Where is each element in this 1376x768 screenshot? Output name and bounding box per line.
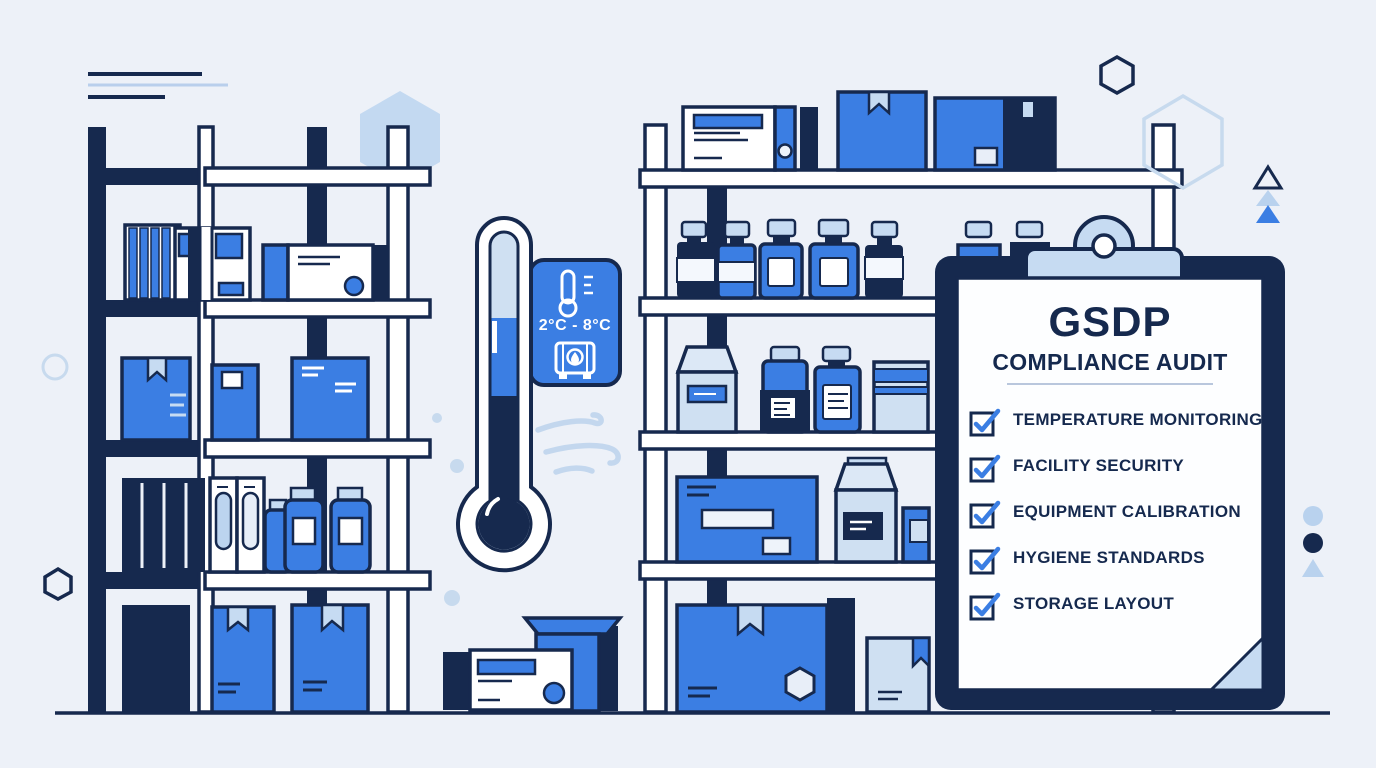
checklist-label: FACILITY SECURITY [1013,456,1185,475]
checklist-label: STORAGE LAYOUT [1013,594,1175,613]
checklist-item-temperature-monitoring: TEMPERATURE MONITORING [968,397,1263,443]
blue-carton-ribbon [120,356,192,442]
large-shipping-box [675,475,819,564]
ampoule-box [208,476,239,574]
thermometer [456,216,552,573]
page-fold [1209,636,1265,692]
checklist-item-storage-layout: STORAGE LAYOUT [968,581,1263,627]
checklist-item-hygiene-standards: HYGIENE STANDARDS [968,535,1263,581]
thermometer-icon [558,269,593,318]
milk-carton [833,456,899,564]
shipping-box [290,603,370,714]
hexagon-outline-icon [1142,93,1224,191]
checkbox-checked-icon [969,454,1001,483]
blue-carton-label [210,363,260,442]
shipping-box [933,96,1057,172]
shelf-post [386,125,410,714]
checkbox-checked-icon [969,408,1001,437]
checkbox-checked-icon [969,500,1001,529]
dot-icon [1303,533,1323,553]
light-box [865,636,931,714]
hexagon-outline-icon [1099,54,1135,96]
triangle-icon [1302,559,1324,577]
temperature-range-label: 2°C - 8°C [538,317,612,334]
checklist-label: TEMPERATURE MONITORING [1013,410,1263,429]
checklist-item-equipment-calibration: EQUIPMENT CALIBRATION [968,489,1263,535]
dot-icon [444,590,460,606]
checklist-label: HYGIENE STANDARDS [1013,548,1205,567]
milk-carton [675,345,739,434]
medicine-jar [329,486,372,574]
document-box [681,105,818,172]
page-title: GSDP [1048,298,1172,345]
dot-icon [432,413,442,423]
circle-outline-icon [41,353,69,381]
checklist-label: EQUIPMENT CALIBRATION [1013,502,1241,521]
large-shipping-box [675,598,855,714]
shelf-books [123,223,182,302]
middle-shelf-unit [638,90,1184,714]
dot-icon [1303,506,1323,526]
clipboard-content: GSDP COMPLIANCE AUDIT TEMPERATURE MONITO… [957,278,1263,627]
page-subtitle: COMPLIANCE AUDIT [992,349,1228,375]
checkbox-checked-icon [969,592,1001,621]
checkbox-checked-icon [969,546,1001,575]
dot-icon [450,459,464,473]
cold-storage-icon [554,341,596,379]
clipboard [935,215,1285,710]
wind-swirl-icon [535,412,621,475]
striped-box [872,360,930,434]
shelf-post [643,123,668,714]
clipboard-paper [955,276,1265,692]
temperature-badge [528,258,622,387]
shipping-box [210,605,276,714]
document-envelope-box [261,243,387,302]
triangle-stack-icon [1252,164,1284,223]
small-box [901,506,931,564]
shipping-box [836,90,928,172]
label-box [443,648,574,712]
shelf-post [88,127,106,712]
checklist-item-facility-security: FACILITY SECURITY [968,443,1263,489]
dark-crate [122,605,190,712]
decor-shapes [41,54,1324,606]
divider [1007,383,1213,385]
blue-carton-marked [290,356,370,442]
medicine-bottles [676,218,1050,300]
labelled-bottle [760,345,810,434]
file-block [122,478,205,572]
open-box-flap [521,616,624,636]
decor-lines [88,72,228,99]
hexagon-outline-icon [43,566,73,601]
medicine-jar [283,486,325,574]
labelled-bottle [813,345,862,434]
ampoule-box [235,476,266,574]
floor-box-scene [443,616,624,713]
left-shelf-unit [88,125,432,714]
audit-checklist: TEMPERATURE MONITORING FACILITY SECURITY… [957,397,1263,627]
